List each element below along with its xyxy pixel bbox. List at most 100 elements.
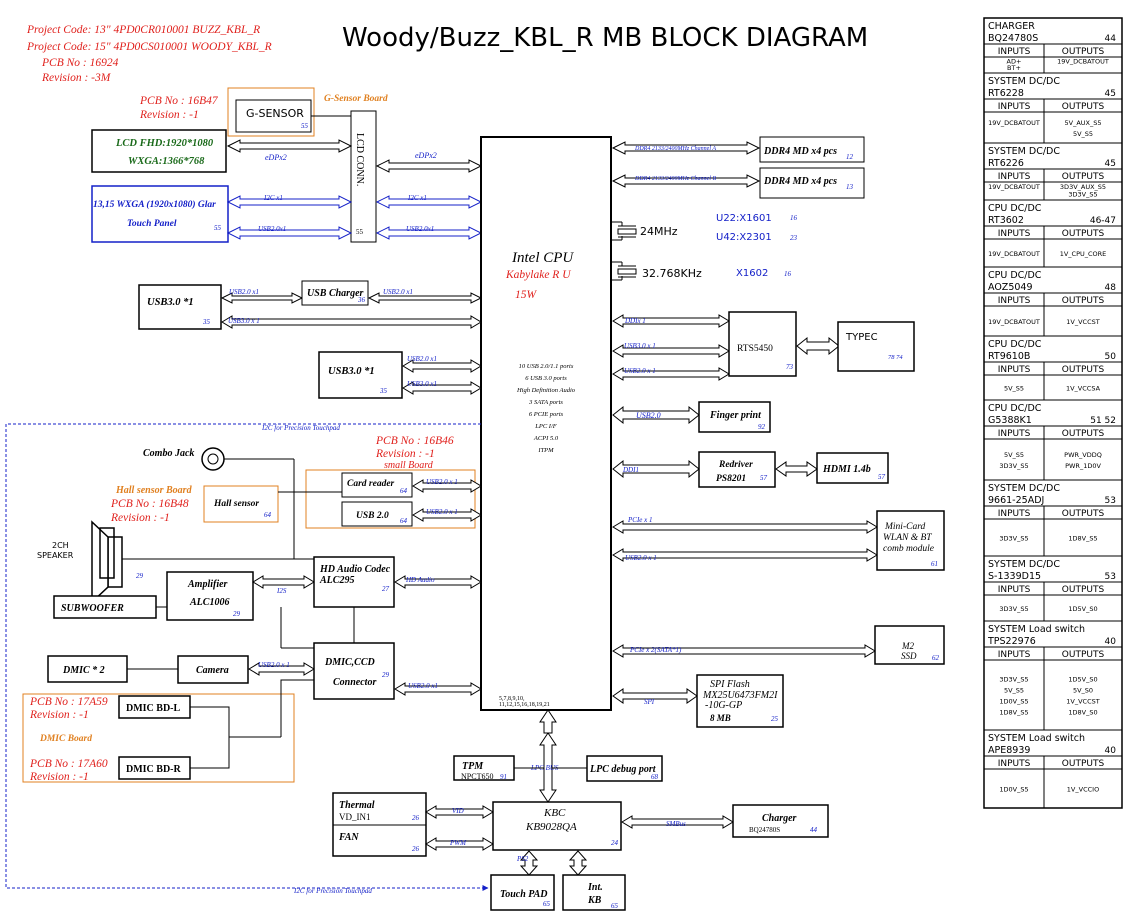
i2c-bus-left [226, 195, 353, 209]
power-input-value: 1D0V_S5 [999, 785, 1028, 793]
pcie-x1-label: PCIe x 1 [627, 516, 653, 524]
dmic-conn-label-2: Connector [333, 677, 376, 688]
hall-page: 64 [264, 511, 272, 519]
ddi-x1-label: DDIx 1 [624, 317, 646, 325]
power-outputs-header: OUTPUTS [1062, 172, 1105, 182]
ddi1-label: DDI1 [622, 466, 639, 474]
spi-line1: SPI Flash [710, 679, 750, 690]
tpm-part: NPCT650 [461, 772, 493, 781]
gsensor-board-outline [227, 87, 315, 137]
power-output-value: 1V_VCCST [1066, 697, 1099, 705]
u42-page: 23 [790, 234, 798, 242]
power-input-value: 5V_S5 [1004, 686, 1024, 694]
dmic-rev-1: Revision : -1 [29, 709, 89, 721]
typec-link [796, 336, 840, 356]
power-output-value: 1V_VCCSA [1066, 384, 1101, 392]
tpm-label: TPM [462, 761, 484, 772]
usb20-bus-mid [402, 359, 482, 373]
dmic-wires [190, 679, 314, 769]
lcd-conn-page: 55 [356, 228, 364, 236]
power-input-value: 3D3V_S5 [999, 605, 1028, 613]
usb30-bus-long [221, 315, 482, 329]
power-section-title: CPU DC/DC [988, 270, 1042, 281]
spi-line2: MX25U6473FM2I [702, 690, 778, 701]
power-outputs-header: OUTPUTS [1062, 509, 1105, 519]
small-board-pcb: PCB No : 16B46 [375, 435, 454, 447]
codec-page: 27 [382, 585, 390, 593]
thermal-label: Thermal [339, 800, 375, 811]
dmic-rev-2: Revision : -1 [29, 771, 89, 783]
cpu-feature-item: 6 USB 3.0 ports [525, 375, 567, 382]
charger-part: BQ24780S [749, 826, 780, 834]
touchpad-label: Touch PAD [500, 889, 548, 900]
fan-label: FAN [338, 832, 359, 843]
power-section-part: G5388K1 [988, 415, 1032, 426]
usb20-card-bus [412, 479, 482, 493]
usb30-rts-label: USB3.0 x 1 [624, 342, 656, 350]
power-inputs-header: INPUTS [998, 759, 1031, 769]
usb20-fp-label: USB2.0 [636, 411, 661, 420]
power-section-title: SYSTEM DC/DC [988, 559, 1060, 570]
ddr-b-bus [611, 174, 761, 188]
gsensor-pcb: PCB No : 16B47 [139, 95, 219, 107]
hall-sensor-label: Hall sensor [213, 499, 259, 509]
usb20-bus-charger-right [367, 292, 483, 304]
power-section-page: 53 [1105, 496, 1116, 506]
power-input-value: BT+ [1007, 64, 1021, 72]
power-section-part: TPS22976 [987, 636, 1036, 647]
usb20-cam-label: USB2.0 x 1 [258, 661, 290, 669]
power-section-page: 44 [1105, 34, 1117, 44]
lcd-conn-label: LCD CONN. [354, 133, 365, 186]
speaker-icon [91, 520, 123, 604]
usb20-block-page: 64 [400, 517, 408, 525]
power-output-value: PWR_1D0V [1065, 462, 1101, 470]
power-inputs-header: INPUTS [998, 585, 1031, 595]
power-outputs-header: OUTPUTS [1062, 102, 1105, 112]
power-section-page: 50 [1105, 352, 1117, 362]
power-output-value: 1D5V_S0 [1068, 675, 1097, 683]
i2c-touchpad-line-top [5, 423, 489, 891]
m2-label: M2 [901, 641, 914, 651]
minicard-line2: WLAN & BT [883, 533, 932, 543]
usb30-left-label: USB3.0 *1 [147, 297, 194, 308]
power-section-part: APE8939 [988, 745, 1030, 756]
touch-panel-block [91, 185, 229, 243]
power-output-value: 5V_AUX_S5 [1064, 119, 1101, 127]
crystal-32khz-symbol [611, 261, 637, 281]
power-inputs-header: INPUTS [998, 102, 1031, 112]
redriver-part: PS8201 [716, 474, 746, 484]
usb20-bus-charger-left-label: USB2.0 x1 [229, 288, 259, 296]
power-section-part: RT6228 [988, 88, 1024, 99]
power-output-value: 1V_VCCST [1066, 318, 1099, 326]
power-outputs-header: OUTPUTS [1062, 296, 1105, 306]
power-section-part: BQ24780S [988, 33, 1038, 44]
edp-right-label: eDPx2 [415, 151, 437, 160]
usb-touch-bus-left [226, 226, 353, 240]
usb20-block [341, 501, 413, 527]
power-section-part: RT3602 [988, 215, 1024, 226]
usb-charger-label: USB Charger [307, 288, 364, 299]
spi-line3: -10G-GP [705, 700, 742, 711]
ddr-a-page: 12 [846, 153, 854, 161]
smbus-label: SMBus [666, 820, 686, 828]
power-outputs-header: OUTPUTS [1062, 229, 1105, 239]
codec-part: ALC295 [319, 575, 354, 586]
hd-audio-bus [394, 575, 482, 589]
usb20-block-label: USB 2.0 [356, 511, 389, 521]
power-section-title: CPU DC/DC [988, 339, 1042, 350]
usb30-left-block [138, 284, 222, 330]
codec-block [313, 556, 395, 608]
project-code-13: Project Code: 13" 4PD0CR010001 BUZZ_KBL_… [26, 24, 260, 36]
camera-label: Camera [196, 665, 229, 676]
usb30-bus-long-label: USB3.0 x 1 [228, 317, 260, 325]
power-inputs-header: INPUTS [998, 650, 1031, 660]
subwoofer-label: SUBWOOFER [61, 603, 124, 614]
tpm-page: 91 [500, 773, 507, 781]
